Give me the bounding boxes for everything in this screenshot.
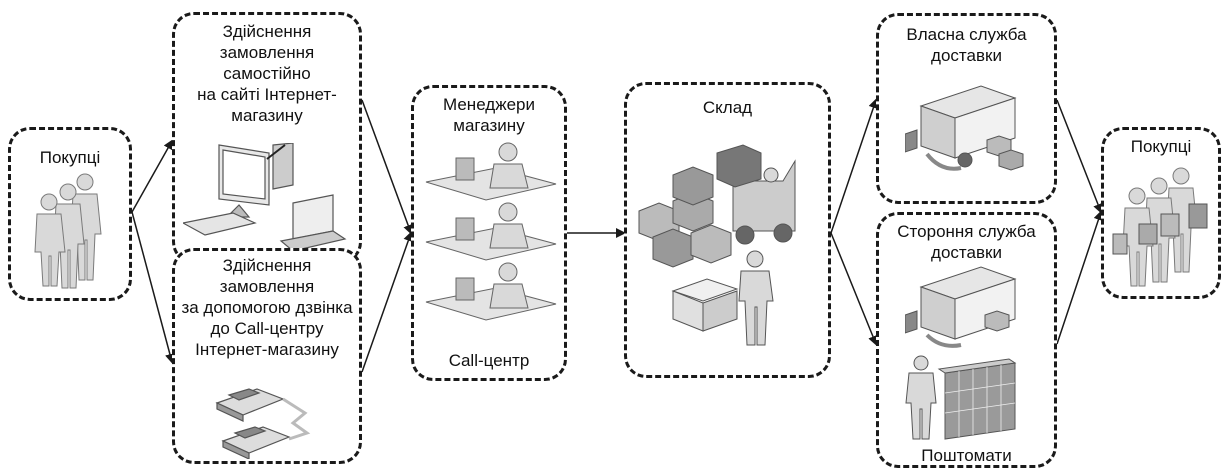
third-delivery-label: Стороння служба доставки	[897, 222, 1036, 262]
buyers-right-box: Покупці	[1101, 127, 1221, 299]
delivery-truck-icon	[905, 85, 1024, 171]
buyers-left-label: Покупці	[39, 148, 101, 167]
telephones-icon	[215, 388, 311, 459]
online-order-label: Здійснення замовлення самостійно на сайт…	[197, 22, 337, 125]
call-center-operators-icon	[425, 142, 557, 321]
phone-order-label: Здійснення замовлення за допомогою дзвін…	[181, 256, 353, 359]
truck-with-parcels-icon	[905, 266, 1017, 348]
lockers-label: Поштомати	[921, 446, 1012, 465]
managers-label: Менеджери магазину	[443, 95, 535, 135]
parcel-lockers-icon	[905, 355, 1017, 440]
arrow-warehouse-to-third	[830, 232, 878, 346]
arrow-phone-to-managers	[361, 231, 414, 373]
callcenter-label: Call-центр	[448, 351, 530, 370]
arrow-own-to-buyers	[1056, 99, 1103, 214]
own-delivery-label: Власна служба доставки	[906, 25, 1027, 65]
own-delivery-box: Власна служба доставки	[876, 13, 1057, 204]
phone-order-box: Здійснення замовлення за допомогою дзвін…	[172, 248, 362, 464]
arrow-buyers-to-online	[131, 139, 173, 213]
online-order-box: Здійснення замовлення самостійно на сайт…	[172, 12, 362, 264]
managers-box: Менеджери магазину Call-центр	[411, 85, 567, 381]
people-group-icon	[34, 173, 102, 289]
buyers-with-purchases-icon	[1112, 167, 1208, 287]
arrow-warehouse-to-own	[830, 98, 879, 234]
warehouse-label: Склад	[702, 98, 753, 117]
arrow-third-to-buyers	[1056, 210, 1104, 345]
warehouse-box: Склад	[624, 82, 831, 378]
warehouse-forklift-icon	[638, 144, 796, 346]
buyers-right-label: Покупці	[1130, 137, 1192, 156]
third-delivery-box: Стороння служба доставки	[876, 212, 1057, 468]
computers-icon	[183, 143, 347, 252]
arrow-buyers-to-phone	[131, 211, 175, 364]
buyers-left-box: Покупці	[8, 127, 132, 301]
arrow-online-to-managers	[361, 99, 413, 235]
